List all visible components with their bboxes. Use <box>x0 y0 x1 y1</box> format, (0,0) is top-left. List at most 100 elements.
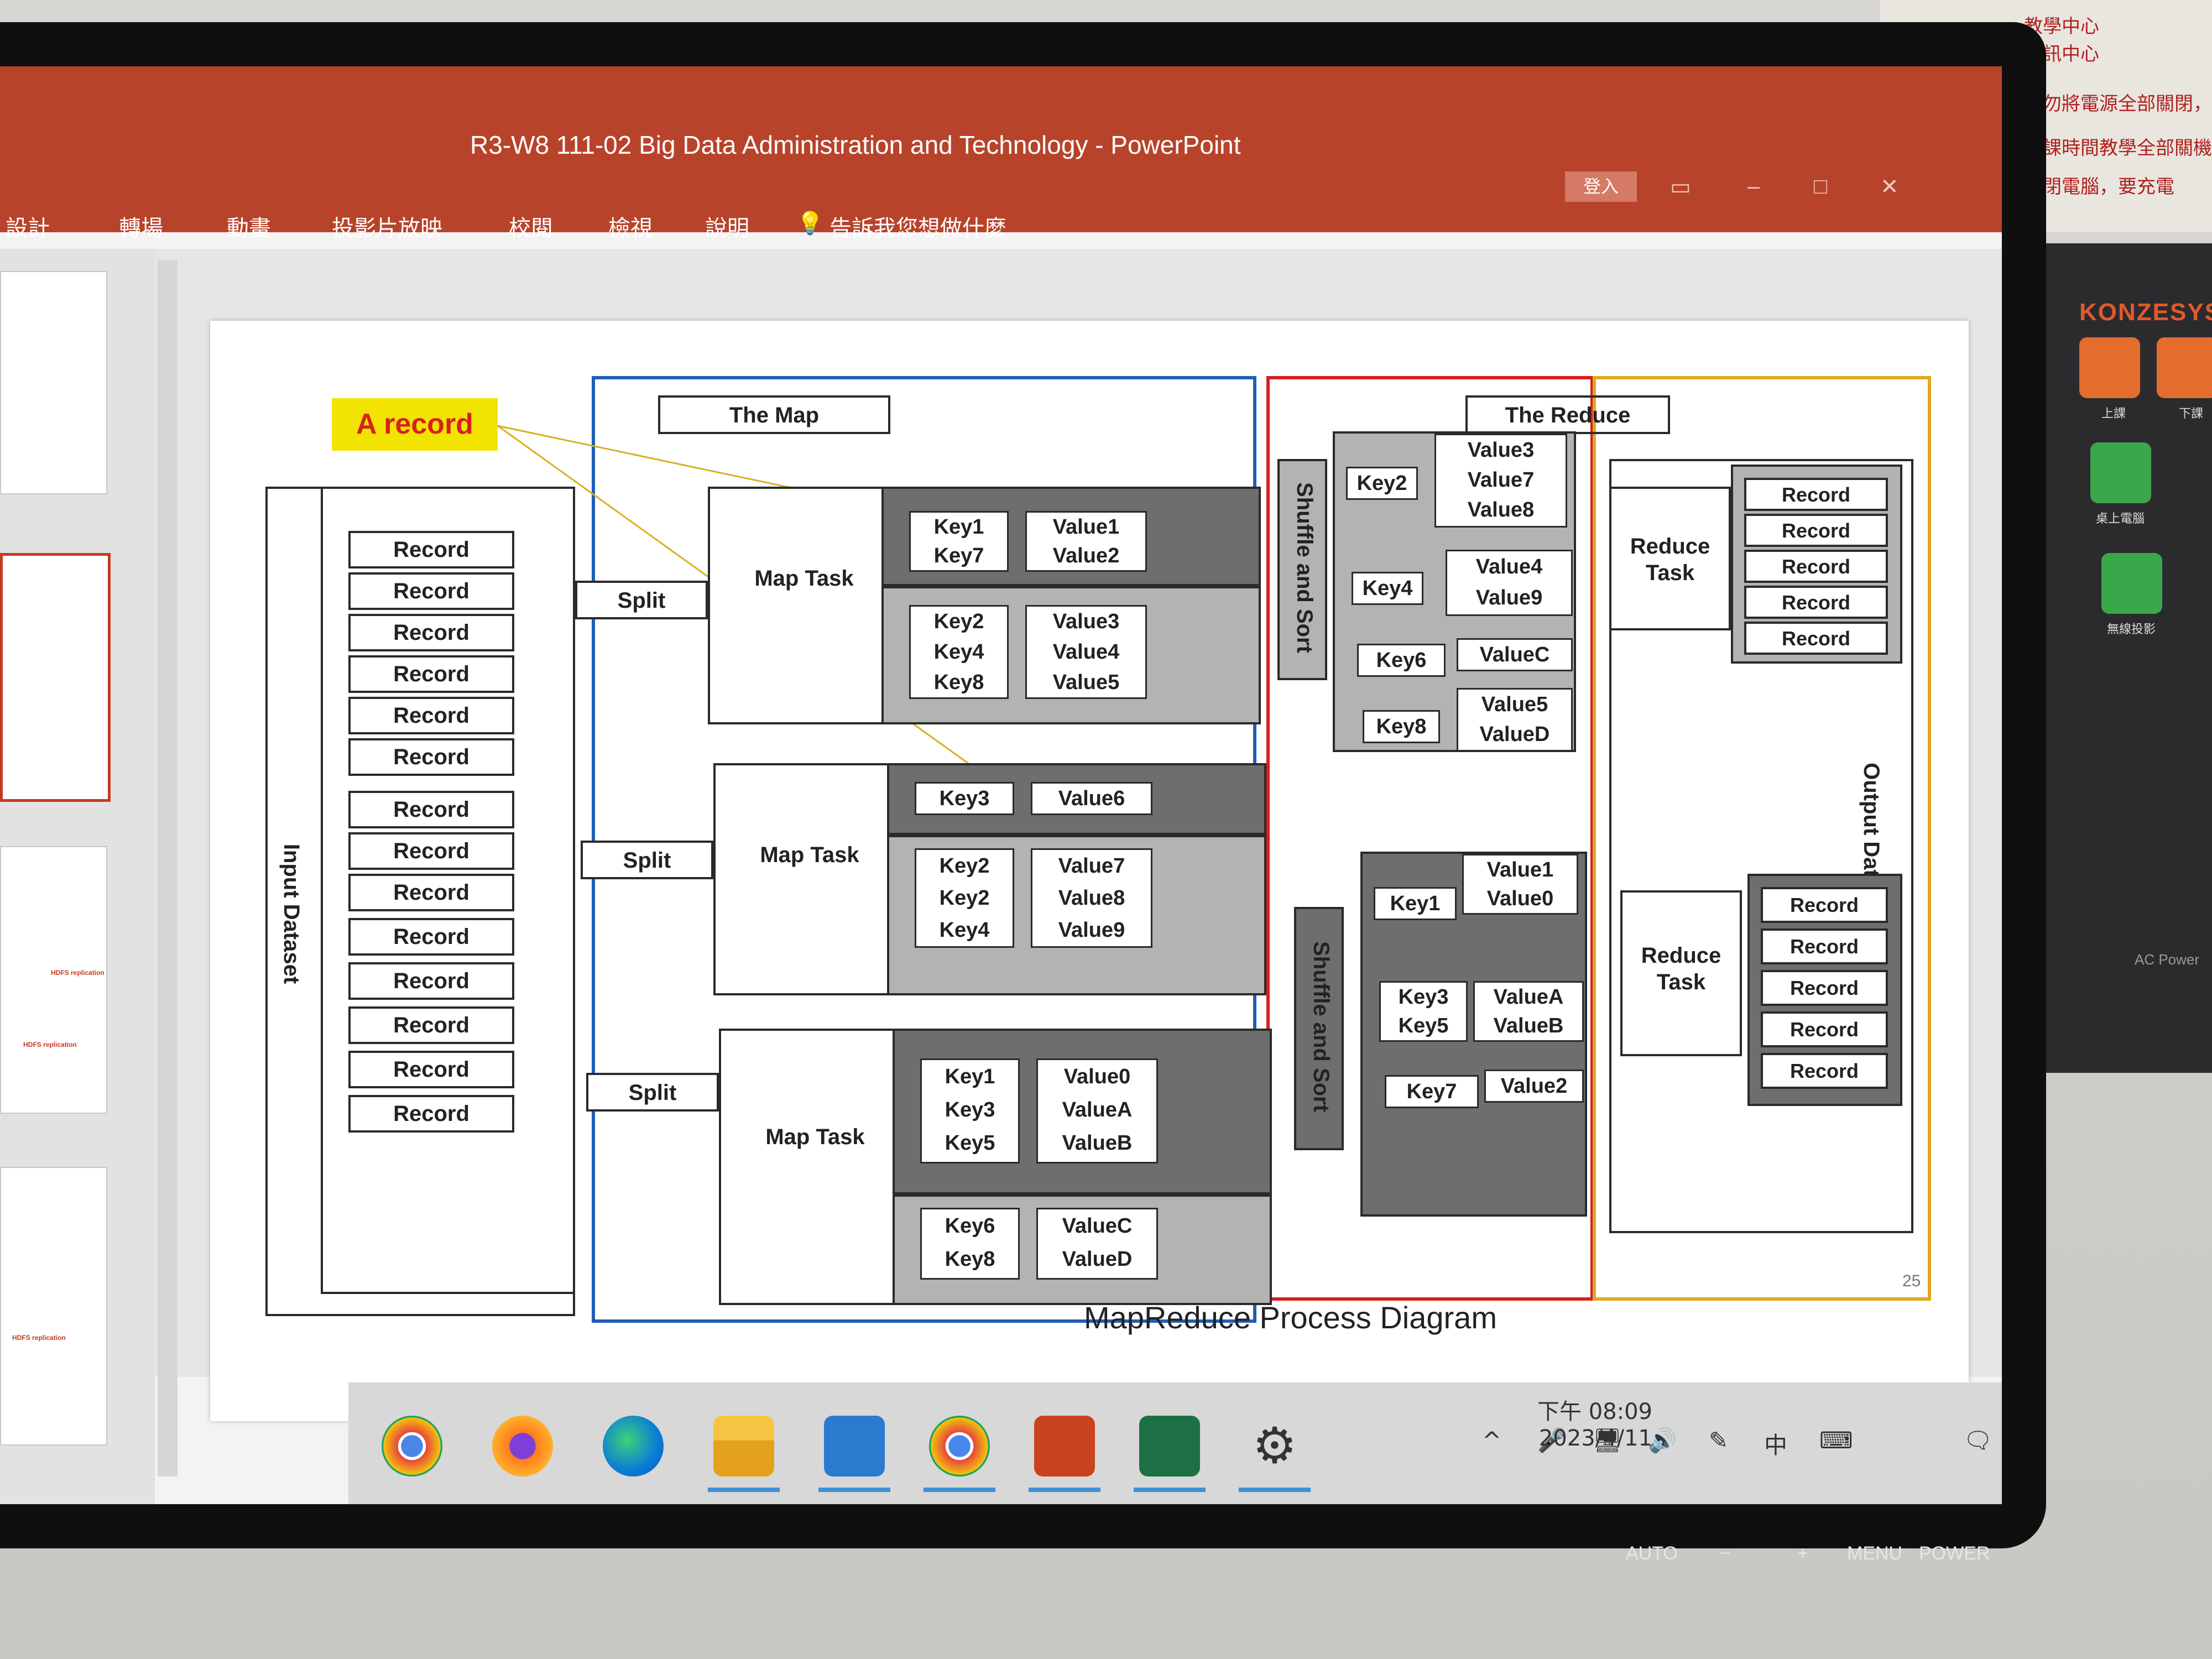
ime-indicator[interactable]: 中 <box>1764 1432 1788 1459</box>
running-indicator <box>708 1488 780 1492</box>
key-cell: Key1 <box>1374 887 1457 920</box>
reduce-task-label: Reduce Task <box>1630 534 1710 585</box>
record-cell: Record <box>348 874 514 911</box>
slide-caption: MapReduce Process Diagram <box>1084 1300 1497 1335</box>
tab-review[interactable]: 校閱 <box>509 216 553 241</box>
thumbnail-scrollbar[interactable] <box>158 260 178 1477</box>
key-cell: Key2 <box>1346 467 1418 500</box>
login-button[interactable]: 登入 <box>1565 171 1637 202</box>
reduce-task-box: Reduce Task <box>1609 487 1731 630</box>
running-indicator <box>1029 1488 1100 1492</box>
show-hidden-icons-icon[interactable]: ^ <box>1482 1427 1502 1454</box>
monitor-minus-button[interactable]: − <box>1720 1543 1731 1564</box>
record-cell: Record <box>348 962 514 1000</box>
tab-slideshow[interactable]: 投影片放映 <box>332 216 442 241</box>
notice-text: 請勿將電源全部關閉，再按下 <box>2024 93 2212 115</box>
volume-icon[interactable]: 🔊 <box>1648 1427 1677 1454</box>
shuffle-sort-box: Shuffle and Sort <box>1294 907 1344 1150</box>
record-cell: Record <box>1761 1011 1888 1047</box>
chrome-icon[interactable] <box>929 1416 990 1477</box>
network-icon[interactable]: 🖥 <box>1593 1427 1623 1454</box>
slide-thumbnail-selected[interactable] <box>0 553 111 802</box>
keyboard-icon[interactable]: ⌨ <box>1819 1427 1853 1454</box>
close-icon[interactable]: ✕ <box>1880 175 1899 199</box>
record-cell: Record <box>348 614 514 651</box>
settings-icon[interactable]: ⚙ <box>1244 1416 1305 1477</box>
record-cell: Record <box>348 918 514 956</box>
reduce-task-label: Reduce Task <box>1641 943 1721 994</box>
tab-animations[interactable]: 動畫 <box>227 216 271 241</box>
split-box: Split <box>581 841 713 879</box>
lv-app-icon[interactable] <box>824 1416 885 1477</box>
running-indicator <box>1134 1488 1206 1492</box>
record-cell: Record <box>1744 478 1888 511</box>
microphone-icon[interactable]: 🎤 <box>1537 1427 1567 1454</box>
firefox-icon[interactable] <box>492 1416 553 1477</box>
monitor-menu-button[interactable]: MENU <box>1847 1543 1903 1564</box>
maximize-icon[interactable]: □ <box>1814 174 1828 199</box>
running-indicator <box>818 1488 890 1492</box>
tab-view[interactable]: 檢視 <box>608 216 653 241</box>
map-task-label: Map Task <box>760 843 859 867</box>
tab-design[interactable]: 設計 <box>6 216 50 241</box>
slide-thumbnail[interactable]: HDFS replication <box>0 1167 107 1446</box>
running-indicator <box>1239 1488 1311 1492</box>
split-box: Split <box>575 581 708 619</box>
monitor-plus-button[interactable]: + <box>1797 1543 1808 1564</box>
thumbnail-label: HDFS replication <box>23 1041 77 1048</box>
slide-thumbnail[interactable]: HDFS replication HDFS replication <box>0 846 107 1114</box>
record-cell: Record <box>348 697 514 734</box>
minimize-icon[interactable]: – <box>1747 174 1760 199</box>
map-task-label: Map Task <box>754 566 854 591</box>
thumbnail-label: HDFS replication <box>51 969 105 977</box>
record-cell: Record <box>1744 586 1888 619</box>
panel-label: 上課 <box>2101 407 2126 421</box>
desktop-pc-button[interactable] <box>2090 442 2151 503</box>
ribbon-display-icon[interactable]: ▭ <box>1670 175 1691 199</box>
reduce-frame <box>1593 376 1931 1301</box>
class-end-button[interactable] <box>2157 337 2212 398</box>
record-cell: Record <box>348 738 514 776</box>
record-cell: Record <box>1761 887 1888 923</box>
tell-me-search[interactable]: 告訴我您想做什麼 <box>830 216 1006 241</box>
chrome-icon[interactable] <box>382 1416 442 1477</box>
class-start-button[interactable] <box>2079 337 2140 398</box>
clock-time: 下午 08:09 <box>1537 1399 1652 1425</box>
value-cell: Value6 <box>1031 782 1152 815</box>
notice-text: 資訊中心 <box>2024 43 2099 65</box>
slide-thumbnails: HDFS replication HDFS replication HDFS r… <box>0 249 155 1504</box>
monitor-power-button[interactable]: POWER <box>1919 1543 1990 1564</box>
tab-help[interactable]: 說明 <box>705 216 749 241</box>
lightbulb-icon: 💡 <box>796 211 824 236</box>
tab-transitions[interactable]: 轉場 <box>119 216 163 241</box>
powerpoint-icon[interactable] <box>1034 1416 1095 1477</box>
thumbnail-label: HDFS replication <box>12 1334 66 1342</box>
record-cell: Record <box>1761 970 1888 1006</box>
key-cell: Key4 <box>1352 572 1423 605</box>
clock[interactable]: 下午 08:09 2023/4/11 <box>1537 1394 1652 1451</box>
the-reduce-box: The Reduce <box>1465 395 1670 434</box>
wireless-projection-button[interactable] <box>2101 553 2162 614</box>
edge-icon[interactable] <box>603 1416 664 1477</box>
file-explorer-icon[interactable] <box>713 1416 774 1477</box>
notifications-icon[interactable]: 🗨 <box>1963 1427 1993 1454</box>
pen-icon[interactable]: ✎ <box>1709 1427 1729 1454</box>
slide-thumbnail[interactable] <box>0 271 107 494</box>
monitor-auto-button[interactable]: AUTO <box>1626 1543 1678 1564</box>
excel-icon[interactable] <box>1139 1416 1200 1477</box>
ac-power-label: AC Power <box>2135 951 2200 968</box>
shuffle-sort-label: Shuffle and Sort <box>1292 482 1317 653</box>
shuffle-sort-box: Shuffle and Sort <box>1277 459 1327 680</box>
record-cell: Record <box>1761 1053 1888 1089</box>
